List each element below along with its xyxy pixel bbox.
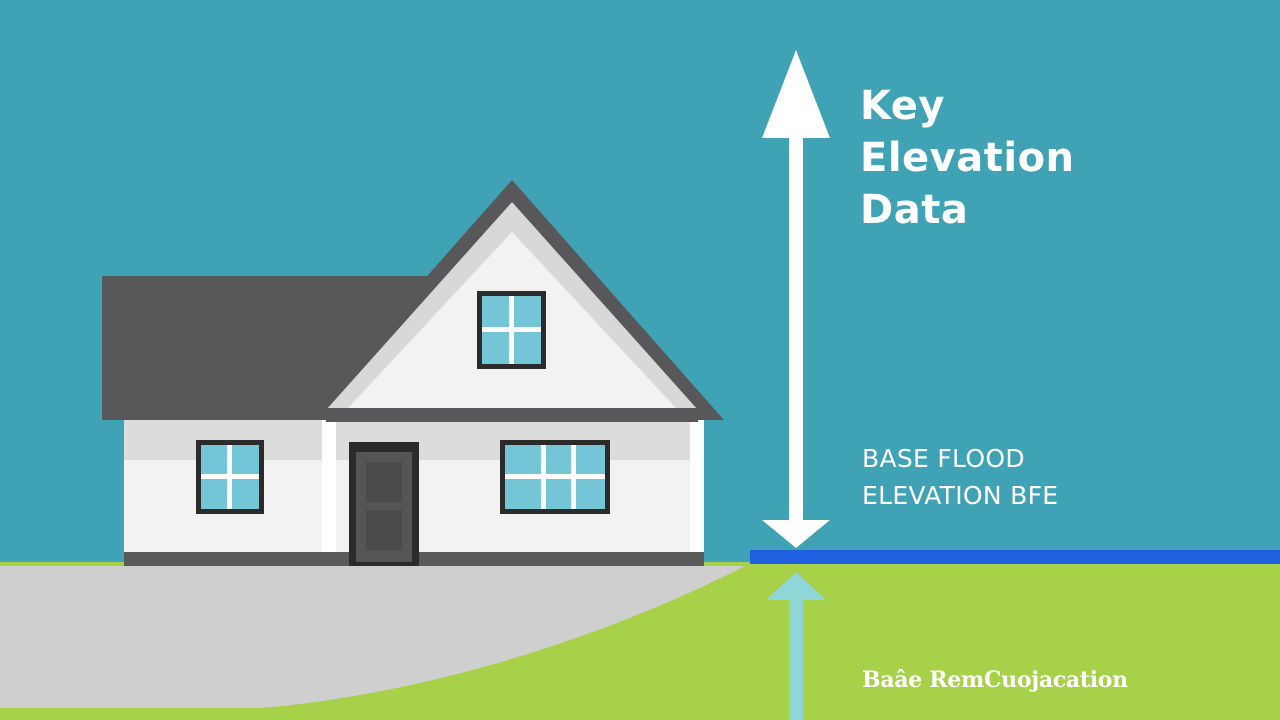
gable-eave-band xyxy=(326,408,698,422)
bottom-caption: Baâe RemCuojacation xyxy=(862,667,1128,693)
left-window xyxy=(196,440,264,514)
front-door xyxy=(349,442,419,566)
porch-column-left xyxy=(322,420,336,566)
bfe-label-line-1: BASE FLOOD xyxy=(862,444,1025,473)
elevation-arrow xyxy=(762,50,830,548)
bfe-label-line-2: ELEVATION BFE xyxy=(862,481,1059,510)
bfe-label: BASE FLOOD ELEVATION BFE xyxy=(862,440,1182,514)
title-line-1: Key xyxy=(860,83,945,129)
porch-column-right xyxy=(690,420,704,566)
title-line-3: Data xyxy=(860,187,969,233)
lower-arrow xyxy=(766,572,826,720)
right-window xyxy=(500,440,610,514)
diagram-title: Key Elevation Data xyxy=(860,80,1160,236)
title-line-2: Elevation xyxy=(860,135,1075,181)
attic-window xyxy=(477,291,546,369)
pavement-ground xyxy=(0,566,745,708)
base-flood-elevation-line xyxy=(750,550,1280,564)
